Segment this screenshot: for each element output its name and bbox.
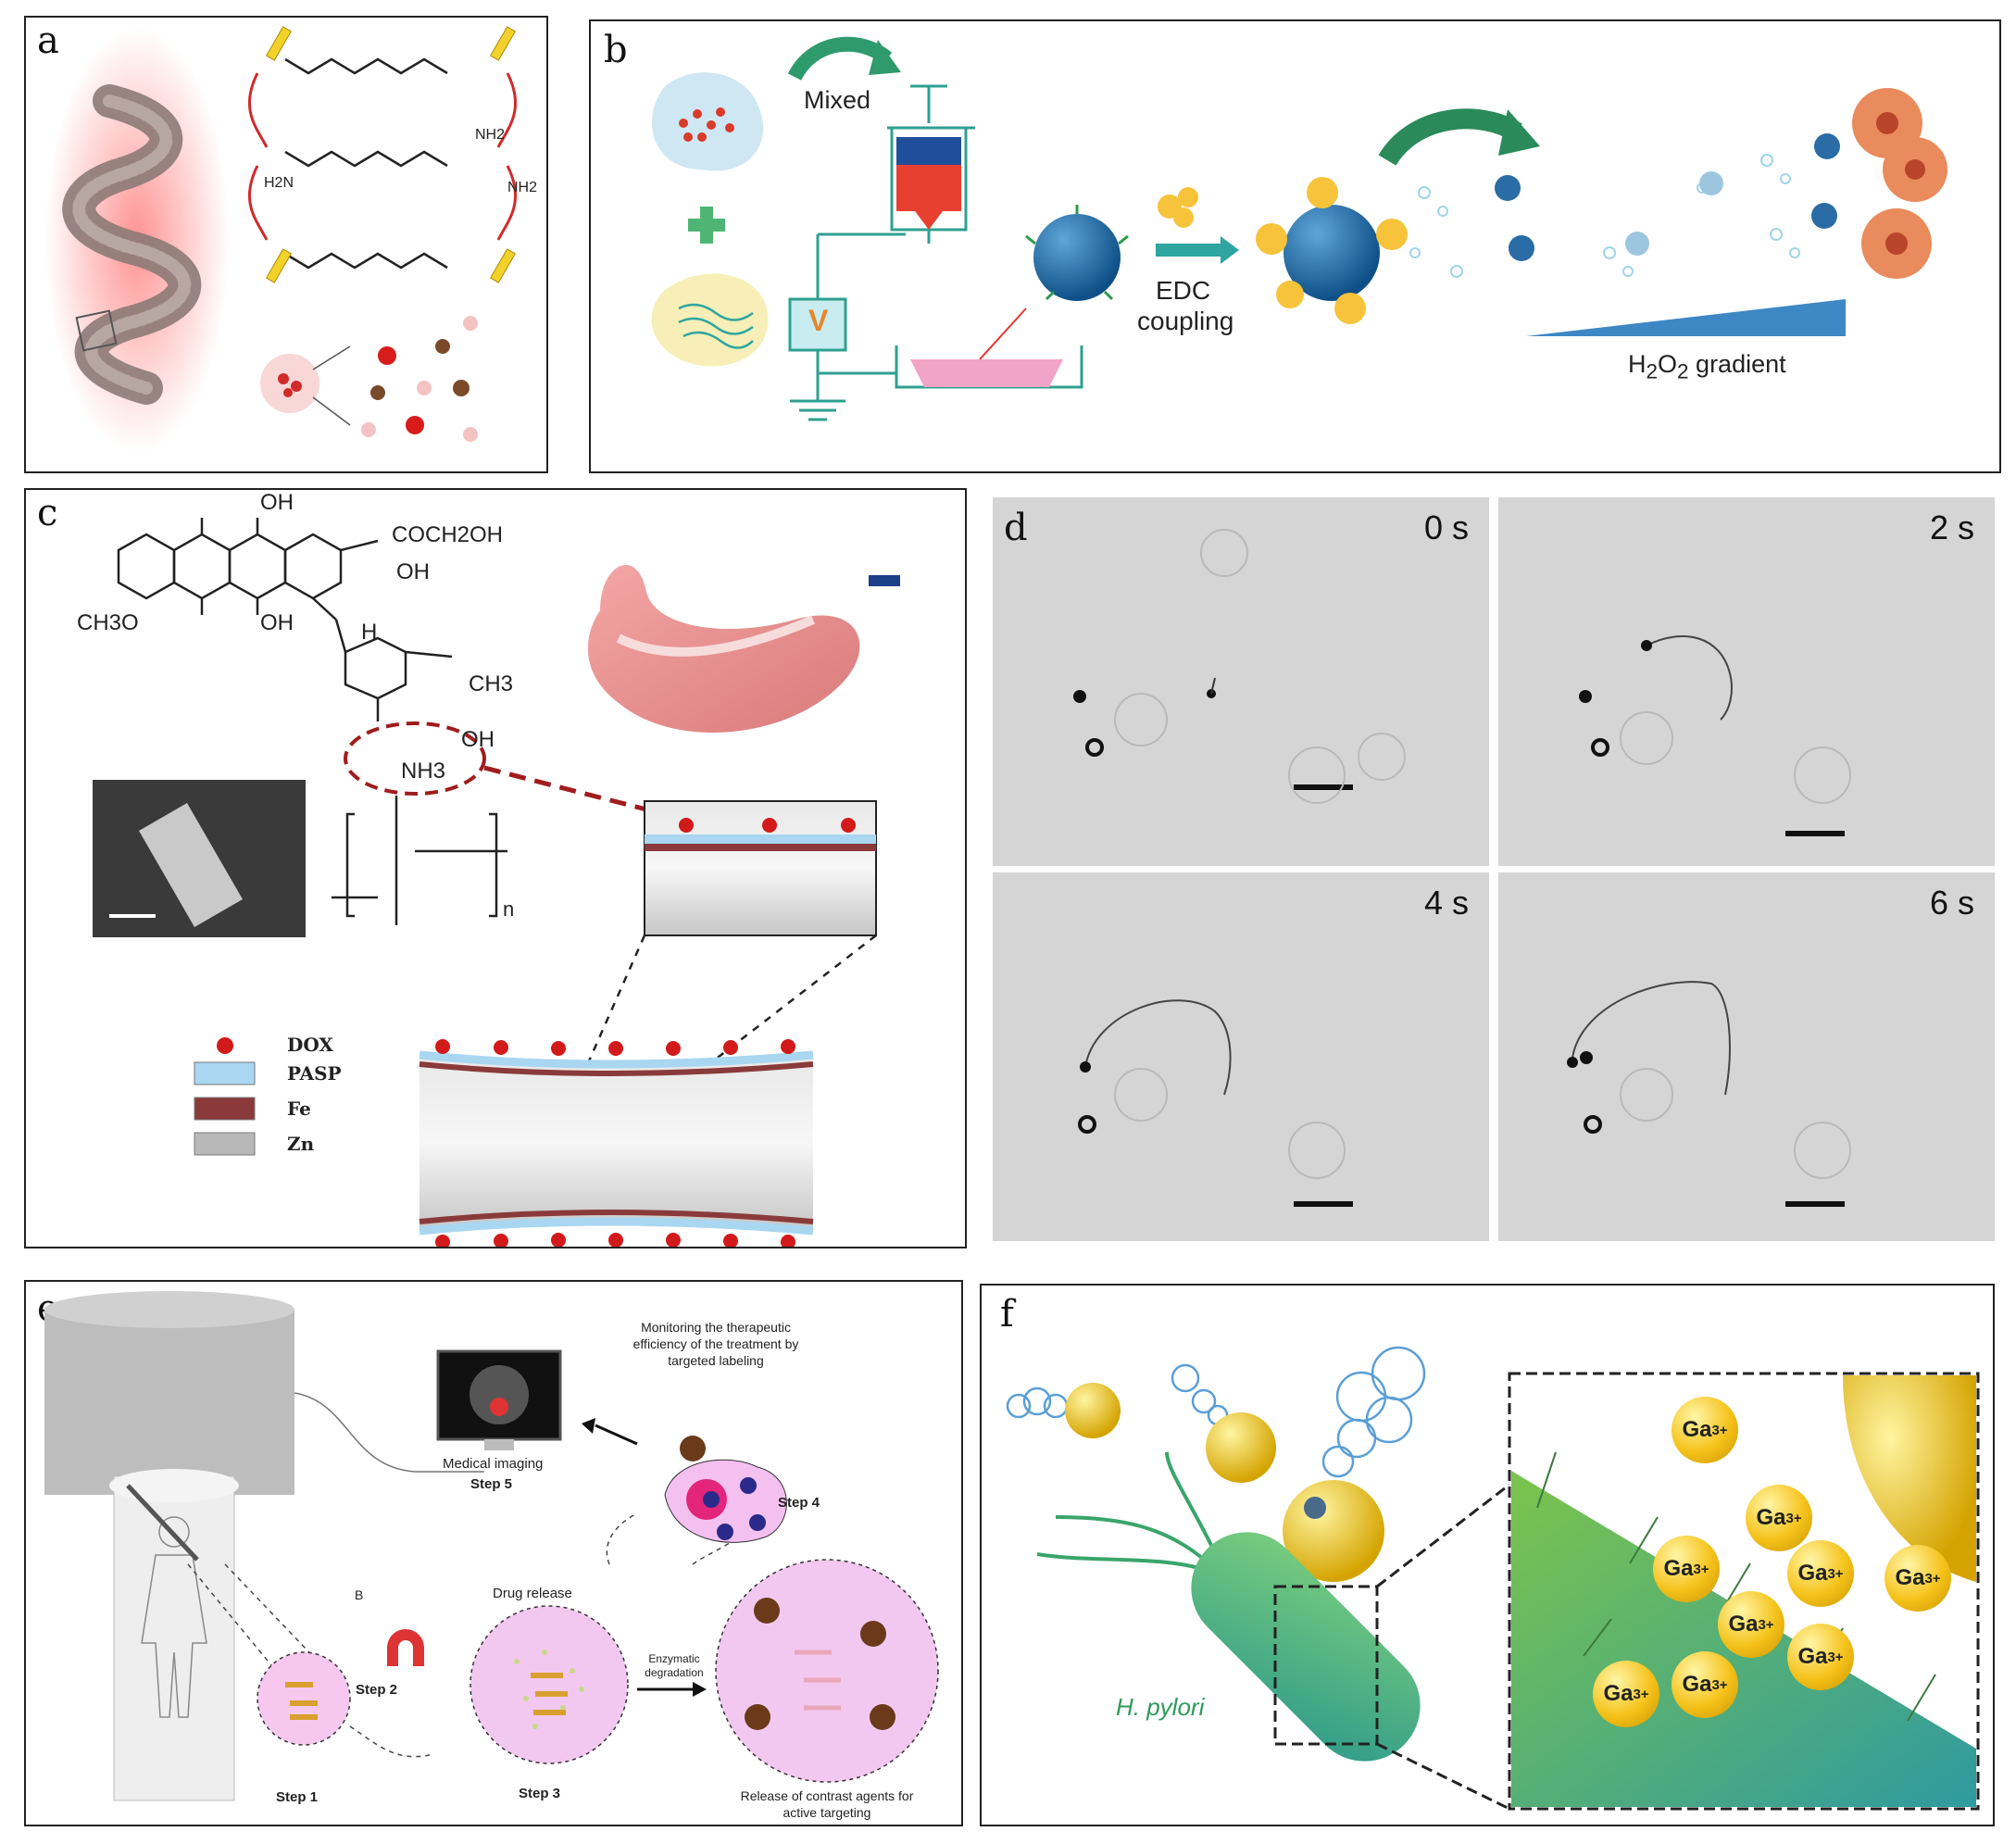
step5-label: Step 5 [470,1476,513,1492]
time-label-6s: 6 s [1929,884,1974,922]
chem-oh-sugar: OH [461,727,495,752]
chem-ch3o-label: CH3O [77,610,139,635]
chem-cooh-label: COCH2OH [392,522,504,547]
voltage-source-label: V [808,304,829,337]
panel-b: b [589,19,2001,473]
medical-imaging-label: Medical imaging [443,1456,544,1472]
legend-zn: Zn [287,1133,315,1155]
panel-letter-d: d [1004,507,1028,549]
panel-e: e [24,1280,963,1826]
step4-label: Step 4 [778,1495,820,1511]
ga-ion-8-text: Ga [1603,1681,1634,1706]
panel-a-graphic [44,26,518,453]
panel-a: a [24,16,548,473]
ga-ion-2-text: Ga [1756,1505,1786,1530]
ga-ion-9-charge: 3+ [1711,1676,1728,1693]
legend-dox: DOX [287,1034,333,1056]
time-label-4s: 4 s [1423,884,1469,922]
frame-0s: 0 s d [993,497,1489,866]
polymer-n-label: n [503,897,515,921]
frame-4s-graphic [1078,999,1353,1207]
panel-letter-c: c [37,492,58,534]
h2o2-gradient-label: H2O2 gradient [1628,350,1786,383]
legend-fe: Fe [287,1098,311,1120]
step1-label: Step 1 [276,1789,319,1805]
chem-oh-bottom: OH [260,610,294,635]
ga-ion-5-charge: 3+ [1924,1570,1941,1587]
h-pylori-bacterium [1191,1532,1421,1762]
frame-2s-graphic [1579,635,1851,836]
panel-b-graphic [651,36,1947,421]
nanoparticle-blue [1033,214,1121,301]
chem-label-h2n-left: H2N [264,175,294,191]
chem-h-label: H [361,620,378,645]
legend-pasp: PASP [287,1062,342,1085]
frame-4s: 4 s [993,872,1489,1241]
chem-oh-right: OH [396,559,430,584]
chem-label-nh2-right: NH2 [475,127,506,143]
frame-2s: 2 s [1498,497,1995,866]
ga-ion-1-text: Ga [1682,1417,1712,1442]
h-pylori-label: H. pylori [1116,1693,1205,1721]
drug-release-label: Drug release [493,1586,572,1601]
ga-ion-7-charge: 3+ [1827,1649,1844,1665]
ga-ion-6-text: Ga [1728,1612,1759,1637]
ga-ion-3-text: Ga [1663,1556,1694,1581]
coupling-label: coupling [1137,307,1234,335]
ga-ion-9-text: Ga [1682,1672,1712,1697]
chem-label-nh2-lower: NH2 [507,180,538,195]
monitoring-caption: Monitoring the therapeutic efficiency of… [632,1320,799,1368]
panel-c: c [24,488,967,1248]
frame-6s-graphic [1567,981,1851,1207]
time-label-2s: 2 s [1929,508,1974,546]
ga-ion-1-charge: 3+ [1711,1422,1728,1438]
edc-label: EDC [1156,276,1211,305]
mixed-label: Mixed [804,86,871,114]
panel-letter-b: b [604,29,628,71]
frame-0s-graphic [1073,529,1406,804]
ga-ion-7-text: Ga [1797,1644,1828,1669]
ga-ion-4-charge: 3+ [1827,1565,1844,1582]
step2-label: Step 2 [356,1682,398,1698]
ga-ion-4-text: Ga [1797,1561,1828,1586]
release-caption: Release of contrast agents for active ta… [740,1788,914,1820]
chem-oh-top: OH [260,490,294,515]
panel-e-graphic [44,1291,939,1801]
time-label-0s: 0 s [1423,508,1469,546]
panel-letter-a: a [37,19,59,62]
enzymatic-label: Enzymatic degradation [645,1652,704,1679]
panel-f: f [980,1284,1995,1826]
panel-c-graphic [93,518,900,1247]
step3-label: Step 3 [519,1786,561,1801]
frame-6s: 6 s [1498,872,1995,1241]
ga-ion-2-charge: 3+ [1785,1510,1802,1526]
b-vector-label: B [355,1587,364,1602]
ga-ion-3-charge: 3+ [1693,1561,1709,1577]
ga-ion-5-text: Ga [1895,1565,1925,1590]
ga-ion-6-charge: 3+ [1758,1616,1774,1633]
chem-nh3-label: NH3 [401,759,446,784]
ga-ion-8-charge: 3+ [1633,1686,1649,1702]
panel-d: 0 s d 2 s 4 s 6 s [993,497,1995,1241]
panel-letter-f: f [1000,1293,1014,1336]
chem-ch3-label: CH3 [469,671,514,696]
